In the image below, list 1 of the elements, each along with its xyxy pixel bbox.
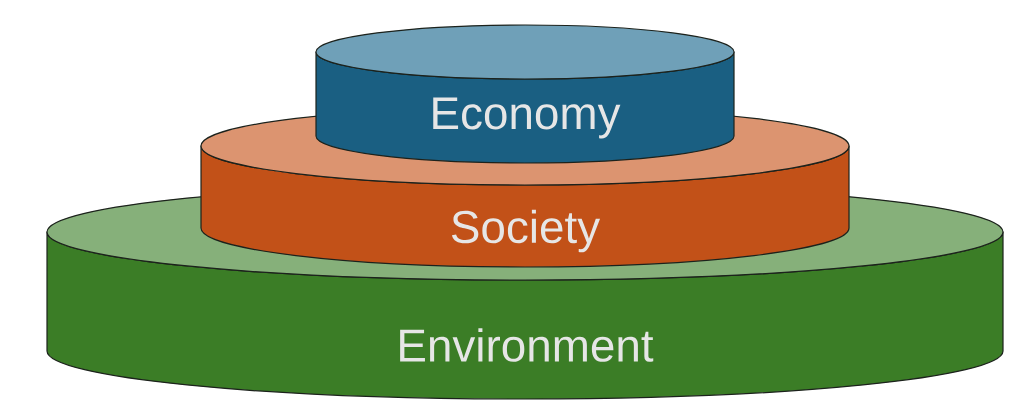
cylinder: Economy — [315, 24, 735, 164]
